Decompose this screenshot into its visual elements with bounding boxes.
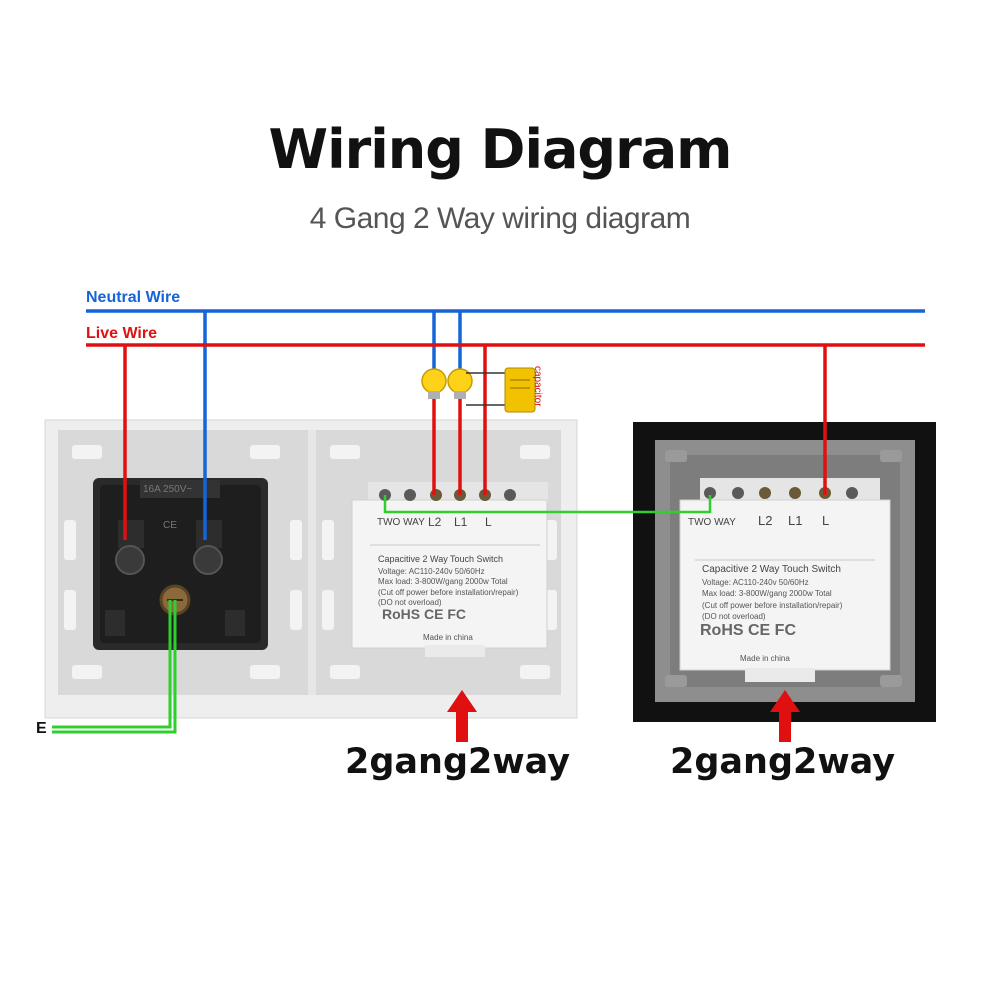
switch-module-left: [351, 482, 548, 657]
right-module-line5: (DO not overload): [702, 612, 766, 621]
neutral-wire-label: Neutral Wire: [86, 289, 181, 306]
right-module-line3: Max load: 3-800W/gang 2000w Total: [702, 589, 832, 598]
right-terminal-l: L: [822, 513, 830, 528]
bulb-icon: [421, 368, 473, 399]
socket-rating: 16A 250V~: [143, 484, 193, 495]
left-module-made: Made in china: [423, 633, 473, 642]
right-terminal-l2: L2: [758, 513, 773, 528]
left-terminal-l1: L1: [454, 515, 468, 529]
left-module-certs: RoHS CE FC: [382, 606, 466, 622]
right-module-header: TWO WAY: [688, 517, 736, 528]
right-module-line1: Capacitive 2 Way Touch Switch: [702, 564, 841, 575]
left-module-line5: (DO not overload): [378, 598, 442, 607]
left-module-line3: Max load: 3-800W/gang 2000w Total: [378, 577, 508, 586]
page-title: Wiring Diagram: [268, 118, 733, 181]
left-terminal-l: L: [485, 515, 492, 529]
left-module-caption: 2gang2way: [345, 742, 571, 782]
capacitor-icon: [466, 367, 536, 413]
switch-module-right: [679, 478, 891, 682]
right-terminal-l1: L1: [788, 513, 803, 528]
earth-wire-label: E: [36, 720, 47, 737]
right-module-made: Made in china: [740, 654, 790, 663]
arrow-up-icon: [447, 690, 800, 742]
right-module-line2: Voltage: AC110-240v 50/60Hz: [702, 578, 809, 587]
terminal-screws-right: [704, 487, 858, 499]
right-module-caption: 2gang2way: [670, 742, 896, 782]
earth-wire: [52, 600, 177, 734]
socket-ce-mark: CE: [163, 520, 177, 531]
left-module-header: TWO WAY: [377, 517, 425, 528]
left-terminal-l2: L2: [428, 515, 442, 529]
capacitor-label: capacitor: [532, 366, 543, 407]
left-module-line1: Capacitive 2 Way Touch Switch: [378, 554, 504, 564]
neutral-wire: [86, 309, 925, 540]
left-module-line4: (Cut off power before installation/repai…: [378, 588, 519, 597]
right-module-line4: (Cut off power before installation/repai…: [702, 601, 843, 610]
right-module-certs: RoHS CE FC: [700, 622, 796, 639]
live-wire: [86, 343, 925, 540]
left-module-line2: Voltage: AC110-240v 50/60Hz: [378, 567, 485, 576]
schuko-socket: [93, 478, 268, 650]
page-subtitle: 4 Gang 2 Way wiring diagram: [309, 202, 691, 235]
traveler-wire: [383, 495, 712, 514]
live-wire-label: Live Wire: [86, 325, 157, 342]
